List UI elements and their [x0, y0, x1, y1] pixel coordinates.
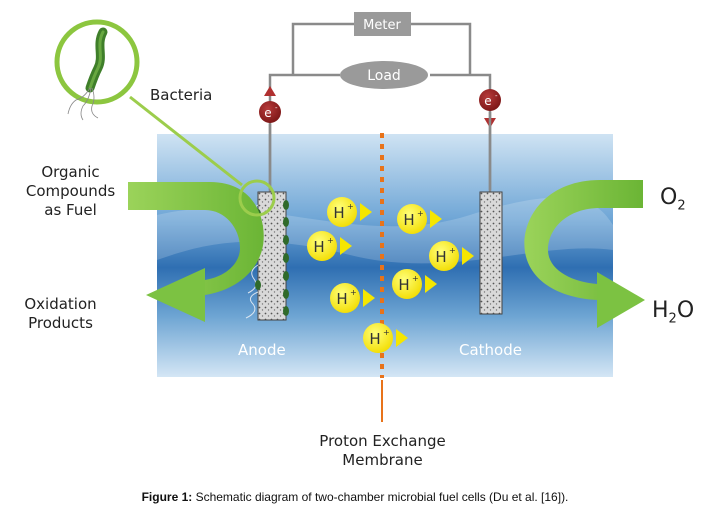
fuel-flow-arrow [128, 182, 264, 322]
proton-sup: + [327, 236, 334, 245]
proton-ion: H + [307, 231, 352, 261]
oxygen-label: O2 [660, 186, 686, 218]
proton-ion: H + [429, 241, 474, 271]
water-label: H2O [652, 299, 694, 331]
magnifier-line [129, 95, 243, 187]
fuel-label-line: Organic [41, 163, 100, 181]
oxidation-label-line: Oxidation [24, 295, 97, 313]
proton-sup: + [417, 209, 424, 218]
proton-sup: + [412, 274, 419, 283]
fuel-label-line: as Fuel [44, 201, 97, 219]
membrane-label-line: Proton Exchange [319, 432, 446, 450]
cathode-label: Cathode [459, 341, 522, 359]
anode-label: Anode [238, 341, 286, 359]
proton-label: H [369, 330, 380, 348]
load-ellipse [340, 61, 428, 89]
electron-sup: - [275, 104, 278, 112]
fuel-label-line: Compounds [25, 182, 116, 200]
electron-label: e [264, 106, 271, 120]
proton-ion: H + [397, 204, 442, 234]
proton-ion: H + [363, 323, 408, 353]
magnifier-target-circle [238, 179, 276, 217]
proton-label: H [398, 276, 409, 294]
figure-caption: Figure 1: Schematic diagram of two-chamb… [0, 490, 710, 504]
electron-anode: e - [259, 86, 281, 123]
oxygen-symbol: O [660, 185, 678, 210]
proton-label: H [336, 290, 347, 308]
proton-label: H [333, 204, 344, 222]
load-label: Load [367, 68, 401, 84]
caption-figure-number: Figure 1: [141, 490, 193, 504]
fuel-label: Organic Compounds as Fuel [18, 163, 123, 220]
membrane-label-line: Membrane [342, 451, 423, 469]
meter-box [354, 12, 411, 36]
proton-label: H [435, 248, 446, 266]
water-symbol-o: O [676, 298, 695, 323]
meter-label: Meter [363, 18, 401, 33]
oxidation-label-line: Products [28, 314, 93, 332]
bacteria-label: Bacteria [150, 86, 213, 104]
proton-ion: H + [330, 283, 375, 313]
proton-sup: + [347, 202, 354, 211]
oxidation-label: Oxidation Products [8, 295, 113, 333]
oxygen-flow-arrow [524, 180, 645, 328]
membrane-label: Proton Exchange Membrane [300, 432, 465, 470]
oxygen-subscript: 2 [677, 198, 686, 214]
proton-sup: + [383, 328, 390, 337]
electron-label: e [484, 94, 491, 108]
proton-sup: + [449, 246, 456, 255]
water-subscript: 2 [668, 311, 677, 327]
proton-ion: H + [392, 269, 437, 299]
electron-cathode: e - [479, 89, 501, 128]
proton-ion: H + [327, 197, 372, 227]
cathode-electrode [479, 191, 503, 315]
proton-label: H [403, 211, 414, 229]
electron-sup: - [495, 92, 498, 100]
proton-label: H [313, 238, 324, 256]
proton-sup: + [350, 288, 357, 297]
bacterium-icon [67, 27, 108, 121]
caption-text: Schematic diagram of two-chamber microbi… [192, 490, 569, 504]
water-symbol-h: H [652, 298, 669, 323]
